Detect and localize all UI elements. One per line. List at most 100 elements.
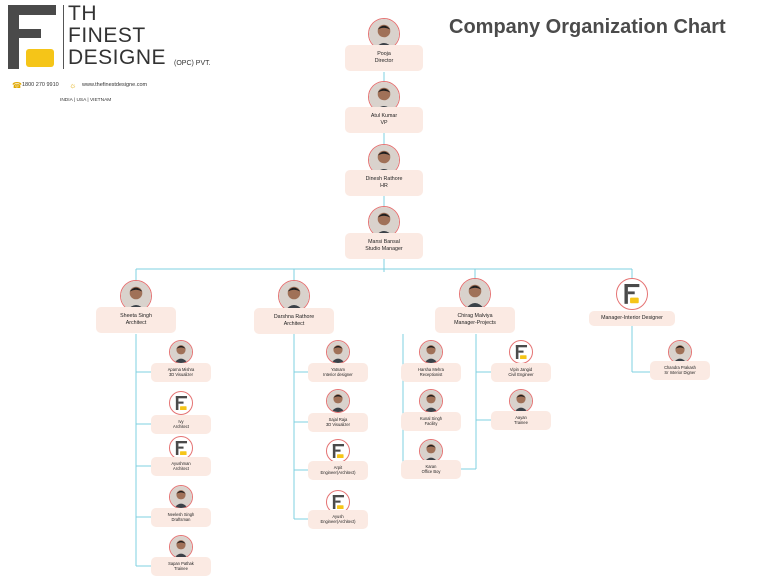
brand-suffix: (OPC) PVT. [174, 60, 211, 67]
person-role: Engineer(Architect) [320, 519, 356, 524]
person-role: VP [380, 120, 388, 126]
person-name: Ivy [178, 418, 184, 424]
person-name: Sajal Raja [328, 416, 348, 422]
avatar-darshna [278, 280, 310, 312]
person-name: Kunal Singh [419, 415, 443, 421]
person-name: Pooja [377, 51, 391, 58]
person-name: Aparna Mishra [167, 366, 195, 372]
person-name: Manager-Interior Designer [601, 314, 663, 321]
person-role: Director [374, 58, 394, 64]
person-role: Manager-Projects [454, 320, 496, 326]
person-role: Facility [424, 421, 438, 426]
person-role: Interior designer [323, 372, 353, 377]
person-photo-icon [669, 341, 691, 363]
brand-name-line2: FINEST [68, 24, 146, 47]
person-name: Harsha Mehra [418, 366, 444, 372]
person-role: Studio Manager [365, 246, 403, 252]
avatar-neelesh [169, 485, 193, 509]
person-photo-icon [170, 486, 192, 508]
person-role: Sr Interior Digner [664, 370, 696, 375]
person-name: Vipin Jangid [509, 366, 533, 372]
person-name: Ayush [332, 513, 344, 519]
chart-title: Company Organization Chart [449, 16, 726, 38]
person-photo-icon [170, 536, 192, 558]
company-logo-icon [175, 395, 187, 411]
person-name: Sapan Pathak [168, 560, 194, 566]
person-name: Ayushman [171, 460, 191, 466]
person-role: Trainee [174, 566, 188, 571]
company-logo-icon [332, 494, 344, 510]
person-role: Architect [173, 466, 189, 471]
globe-icon: ☼ [69, 81, 77, 90]
avatar-chirag [459, 278, 491, 310]
avatar-aparna [169, 340, 193, 364]
brand-name-line1: TH [68, 2, 97, 25]
person-photo-icon [327, 341, 349, 363]
person-photo-icon [279, 281, 309, 311]
person-photo-icon [510, 390, 532, 412]
person-role: HR [380, 183, 388, 189]
person-name: Darshna Rathore [273, 314, 315, 321]
person-name: Arpit [333, 464, 343, 470]
avatar-ivy [169, 391, 193, 415]
person-name: Chandra Prakash [664, 364, 696, 370]
person-role: Trainee [514, 420, 528, 425]
person-name: Yatnam [331, 366, 345, 372]
website-link[interactable]: www.thefinestdesigne.com [82, 82, 148, 88]
company-logo-icon [624, 284, 640, 304]
avatar-pooja [368, 18, 400, 50]
person-role: Receptionist [419, 372, 443, 377]
person-photo-icon [170, 341, 192, 363]
avatar-sheeta [120, 280, 152, 312]
person-photo-icon [420, 341, 442, 363]
person-role: Civil Engineer [508, 372, 534, 377]
brand-logo-mark [8, 5, 56, 69]
person-name: Aayan [515, 414, 527, 420]
avatar-ayushman [169, 436, 193, 460]
person-role: 3D Visualizer [325, 422, 351, 427]
avatar-sapan [169, 535, 193, 559]
company-logo-icon [175, 440, 187, 456]
person-name: Dinesh Rathore [365, 176, 403, 183]
person-role: 3D Visualizer [168, 372, 194, 377]
person-name: Neelesh Singh [167, 511, 195, 517]
regions: INDIA | USA | VIETNAM [60, 98, 112, 103]
avatar-mgr_int [616, 278, 648, 310]
avatar-kunal [419, 389, 443, 413]
avatar-sajal [326, 389, 350, 413]
person-role: Architect [125, 320, 147, 326]
person-name: Chirag Malviya [457, 313, 493, 320]
person-name: Atul Kumar [370, 113, 398, 120]
person-name: Mansi Bansal [368, 239, 400, 246]
avatar-vipin [509, 340, 533, 364]
company-logo-icon [515, 344, 527, 360]
person-role: Draftsman [171, 517, 191, 522]
phone-number: 1800 270 9910 [22, 82, 59, 88]
person-photo-icon [420, 390, 442, 412]
org-card-mgr_int[interactable]: Manager-Interior Designer [589, 310, 675, 326]
avatar-arpit [326, 439, 350, 463]
avatar-yatnam [326, 340, 350, 364]
